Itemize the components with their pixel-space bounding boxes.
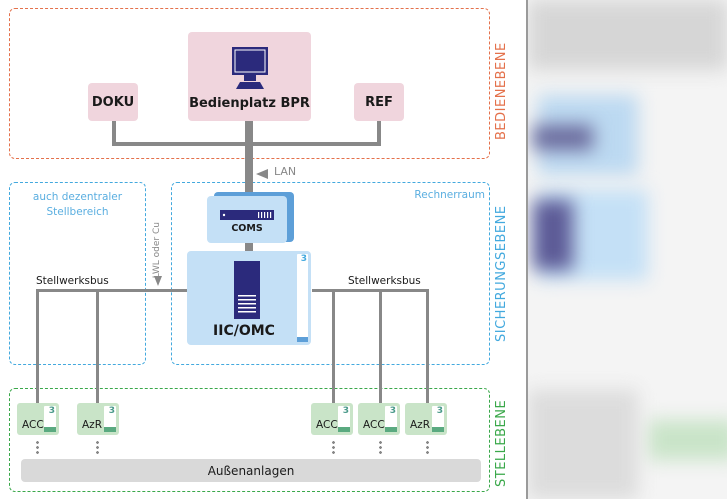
bus-left-drop-1: [36, 289, 39, 404]
tower-server-icon: [234, 261, 260, 319]
dotted-connector: [332, 440, 335, 456]
connector-doku: [112, 120, 116, 146]
monitor-icon: [231, 47, 268, 89]
connector-coms-iic: [245, 242, 253, 252]
node-iic-omc[interactable]: IIC/OMC 3: [187, 251, 311, 345]
outdoor-label: Außenanlagen: [207, 463, 295, 478]
status-strip: 3: [432, 406, 444, 432]
field-unit-3[interactable]: ACC 3: [311, 403, 353, 435]
iic-status-strip: 3: [297, 254, 308, 342]
status-bar: [338, 427, 350, 432]
zone-label-sicherungsebene: SICHERUNGSEBENE: [494, 205, 509, 342]
node-bpr[interactable]: Bedienplatz BPR: [188, 32, 311, 121]
status-bar: [432, 427, 444, 432]
zone-label-dezentral: auch dezentraler Stellbereich: [20, 190, 135, 220]
node-coms-label: COMS: [231, 223, 263, 234]
status-bar: [44, 427, 56, 432]
node-doku-label: DOKU: [91, 94, 135, 110]
status-strip: 3: [338, 406, 350, 432]
dotted-connector: [426, 440, 429, 456]
node-ref-label: REF: [365, 94, 393, 110]
iic-status-bar: [297, 337, 308, 342]
dotted-connector: [96, 440, 99, 456]
field-unit-badge: 3: [436, 406, 443, 416]
bus-right-drop-2: [379, 289, 382, 404]
zone-label-stellebene: STELLEBENE: [494, 399, 509, 487]
field-unit-badge: 3: [389, 406, 396, 416]
node-iic-label: IIC/OMC: [213, 323, 275, 339]
bus-left-drop-2: [96, 289, 99, 404]
connector-lan-trunk: [245, 120, 253, 196]
blurred-backdrop: [526, 0, 727, 499]
field-unit-4[interactable]: ACC 3: [358, 403, 400, 435]
zone-dezentral: [9, 182, 146, 365]
node-doku[interactable]: DOKU: [88, 83, 138, 121]
field-unit-1[interactable]: ACC 3: [17, 403, 59, 435]
dezentral-line1: auch dezentraler: [32, 191, 123, 203]
outdoor-installations-bar[interactable]: Außenanlagen: [21, 459, 481, 482]
lan-label: LAN: [274, 165, 297, 178]
node-coms[interactable]: COMS: [207, 196, 287, 243]
dotted-connector: [379, 440, 382, 456]
field-unit-label: ACC: [316, 419, 338, 431]
field-unit-2[interactable]: AzR 3: [77, 403, 119, 435]
lwl-arrow-icon: [154, 276, 162, 286]
field-unit-label: AzR: [410, 419, 430, 431]
node-bpr-label: Bedienplatz BPR: [189, 96, 310, 111]
zone-label-bedienebene: BEDIENEBENE: [494, 42, 509, 140]
dotted-connector: [36, 440, 39, 456]
connector-ref: [377, 120, 381, 146]
bus-left-label: Stellwerksbus: [36, 275, 109, 287]
zone-label-rechnerraum: Rechnerraum: [414, 189, 485, 201]
field-unit-label: ACC: [22, 419, 44, 431]
status-bar: [104, 427, 116, 432]
dezentral-line2: Stellbereich: [46, 206, 109, 218]
lwl-label: LWL oder Cu: [152, 222, 162, 279]
field-unit-5[interactable]: AzR 3: [405, 403, 447, 435]
status-strip: 3: [104, 406, 116, 432]
bus-left-line: [36, 289, 188, 292]
bus-right-label: Stellwerksbus: [348, 275, 421, 287]
lan-arrow-icon: [256, 169, 268, 179]
field-unit-label: AzR: [82, 419, 102, 431]
rack-server-icon: [220, 210, 274, 220]
field-unit-label: ACC: [363, 419, 385, 431]
zone-stellebene: [9, 388, 490, 492]
field-unit-badge: 3: [342, 406, 349, 416]
field-unit-badge: 3: [108, 406, 115, 416]
bus-right-drop-3: [426, 289, 429, 404]
bus-right-drop-1: [332, 289, 335, 404]
status-bar: [385, 427, 397, 432]
zone-rechnerraum: [171, 182, 490, 365]
field-unit-badge: 3: [48, 406, 55, 416]
status-strip: 3: [385, 406, 397, 432]
node-ref[interactable]: REF: [354, 83, 404, 121]
status-strip: 3: [44, 406, 56, 432]
bus-right-line: [312, 289, 429, 292]
iic-badge: 3: [300, 254, 307, 264]
